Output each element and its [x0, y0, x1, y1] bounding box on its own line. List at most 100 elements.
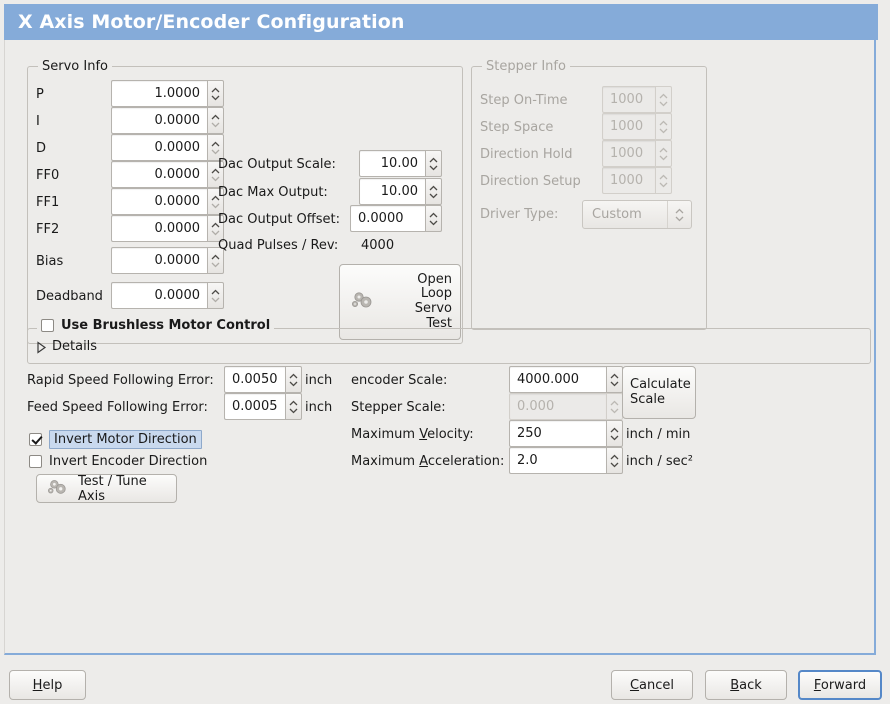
- back-button[interactable]: Back: [705, 670, 787, 700]
- maximum-acceleration-value[interactable]: 2.0: [509, 447, 606, 474]
- dac-output-offset-value[interactable]: 0.0000: [350, 205, 425, 232]
- spinner-arrows[interactable]: [425, 150, 442, 177]
- feed-speed-following-error-spin[interactable]: 0.0005: [224, 393, 302, 420]
- spinner-arrows[interactable]: [606, 366, 623, 393]
- forward-button-label: orward: [820, 677, 867, 693]
- forward-button[interactable]: Forward: [798, 670, 882, 700]
- invert-encoder-direction-checkbox[interactable]: Invert Encoder Direction: [29, 454, 207, 469]
- cancel-button-label: ancel: [639, 677, 675, 693]
- spinner-arrows[interactable]: [207, 247, 224, 274]
- dac-max-output-label: Dac Max Output:: [218, 185, 328, 200]
- cancel-button-mnemonic: C: [629, 677, 640, 693]
- servo-value-deadband[interactable]: 0.0000: [111, 282, 207, 309]
- rapid-speed-following-error-spin[interactable]: 0.0050: [224, 366, 302, 393]
- servo-spin-deadband[interactable]: 0.0000: [111, 282, 224, 309]
- maximum-velocity-spin[interactable]: 250: [509, 420, 623, 447]
- servo-spin-d[interactable]: 0.0000: [111, 134, 224, 161]
- encoder-scale-spin[interactable]: 4000.000: [509, 366, 623, 393]
- rapid-speed-unit: inch: [305, 373, 333, 388]
- servo-spin-ff1[interactable]: 0.0000: [111, 188, 224, 215]
- encoder-scale-value[interactable]: 4000.000: [509, 366, 606, 393]
- page-title: X Axis Motor/Encoder Configuration: [18, 11, 405, 33]
- use-brushless-motor-control-label: Use Brushless Motor Control: [61, 318, 271, 333]
- servo-info-group: Servo Info P 1.0000 I 0.0000 D 0.0000 FF…: [27, 59, 463, 344]
- stepper-scale-label: Stepper Scale:: [351, 400, 446, 415]
- spinner-arrows[interactable]: [425, 205, 442, 232]
- servo-value-bias[interactable]: 0.0000: [111, 247, 207, 274]
- servo-value-i[interactable]: 0.0000: [111, 107, 207, 134]
- servo-spin-p[interactable]: 1.0000: [111, 80, 224, 107]
- spinner-arrows[interactable]: [606, 447, 623, 474]
- maximum-velocity-label-mnemonic: V: [419, 427, 428, 442]
- servo-value-ff0[interactable]: 0.0000: [111, 161, 207, 188]
- use-brushless-motor-control-checkbox[interactable]: Use Brushless Motor Control: [37, 318, 275, 333]
- rapid-speed-following-error-label: Rapid Speed Following Error:: [27, 373, 214, 388]
- maximum-acceleration-label-mnemonic: A: [419, 454, 428, 469]
- step-space-value: 1000: [602, 113, 655, 140]
- servo-label-deadband: Deadband: [36, 289, 103, 304]
- servo-label-d: D: [36, 141, 47, 156]
- spinner-arrows: [655, 86, 672, 113]
- help-button-mnemonic: H: [32, 677, 43, 693]
- spinner-arrows[interactable]: [285, 393, 302, 420]
- spinner-arrows[interactable]: [207, 282, 224, 309]
- open-loop-servo-test-button[interactable]: Open Loop Servo Test: [339, 264, 461, 340]
- direction-hold-spin: 1000: [602, 140, 672, 167]
- spinner-arrows[interactable]: [425, 178, 442, 205]
- spinner-arrows[interactable]: [606, 420, 623, 447]
- servo-value-d[interactable]: 0.0000: [111, 134, 207, 161]
- spinner-arrows[interactable]: [207, 215, 224, 242]
- spinner-arrows[interactable]: [207, 161, 224, 188]
- help-button[interactable]: Help: [9, 670, 86, 700]
- cancel-button[interactable]: Cancel: [611, 670, 693, 700]
- maximum-acceleration-label: Maximum Acceleration:: [351, 454, 504, 469]
- back-button-mnemonic: B: [730, 677, 740, 693]
- calculate-scale-button[interactable]: Calculate Scale: [622, 366, 696, 419]
- servo-value-ff1[interactable]: 0.0000: [111, 188, 207, 215]
- calculate-scale-label: Calculate Scale: [630, 376, 691, 407]
- servo-label-i: I: [36, 114, 40, 129]
- dac-max-output-value[interactable]: 10.00: [359, 178, 425, 205]
- details-expander[interactable]: Details: [36, 339, 97, 354]
- gears-icon: [46, 477, 70, 501]
- content-panel: Servo Info P 1.0000 I 0.0000 D 0.0000 FF…: [4, 40, 876, 655]
- maximum-velocity-value[interactable]: 250: [509, 420, 606, 447]
- test-tune-axis-button[interactable]: Test / Tune Axis: [36, 474, 177, 504]
- dac-output-offset-spin[interactable]: 0.0000: [350, 205, 442, 232]
- spinner-arrows[interactable]: [207, 107, 224, 134]
- stepper-scale-value: 0.000: [509, 393, 606, 420]
- feed-speed-following-error-value[interactable]: 0.0005: [224, 393, 285, 420]
- dac-output-scale-value[interactable]: 10.00: [359, 150, 425, 177]
- dac-output-scale-spin[interactable]: 10.00: [359, 150, 442, 177]
- checkbox-box[interactable]: [29, 433, 42, 446]
- dac-max-output-spin[interactable]: 10.00: [359, 178, 442, 205]
- servo-spin-ff2[interactable]: 0.0000: [111, 215, 224, 242]
- driver-type-value: Custom: [592, 207, 642, 222]
- servo-spin-bias[interactable]: 0.0000: [111, 247, 224, 274]
- spinner-arrows[interactable]: [207, 134, 224, 161]
- spinner-arrows[interactable]: [207, 188, 224, 215]
- servo-spin-i[interactable]: 0.0000: [111, 107, 224, 134]
- chevron-right-icon[interactable]: [36, 340, 47, 354]
- step-on-time-label: Step On-Time: [480, 93, 568, 108]
- rapid-speed-following-error-value[interactable]: 0.0050: [224, 366, 285, 393]
- checkbox-box[interactable]: [29, 455, 42, 468]
- dac-output-scale-label: Dac Output Scale:: [218, 157, 336, 172]
- servo-value-ff2[interactable]: 0.0000: [111, 215, 207, 242]
- spinner-arrows: [655, 167, 672, 194]
- driver-type-label: Driver Type:: [480, 207, 559, 222]
- maximum-velocity-label: Maximum Velocity:: [351, 427, 474, 442]
- maximum-acceleration-spin[interactable]: 2.0: [509, 447, 623, 474]
- invert-motor-direction-checkbox[interactable]: Invert Motor Direction: [29, 430, 202, 449]
- spinner-arrows: [655, 140, 672, 167]
- servo-value-p[interactable]: 1.0000: [111, 80, 207, 107]
- direction-hold-value: 1000: [602, 140, 655, 167]
- details-label: Details: [52, 339, 98, 354]
- spinner-arrows[interactable]: [207, 80, 224, 107]
- spinner-arrows[interactable]: [285, 366, 302, 393]
- checkbox-box[interactable]: [41, 319, 54, 332]
- servo-spin-ff0[interactable]: 0.0000: [111, 161, 224, 188]
- step-on-time-value: 1000: [602, 86, 655, 113]
- brushless-group: Use Brushless Motor Control Details: [27, 318, 871, 364]
- spinner-arrows: [606, 393, 623, 420]
